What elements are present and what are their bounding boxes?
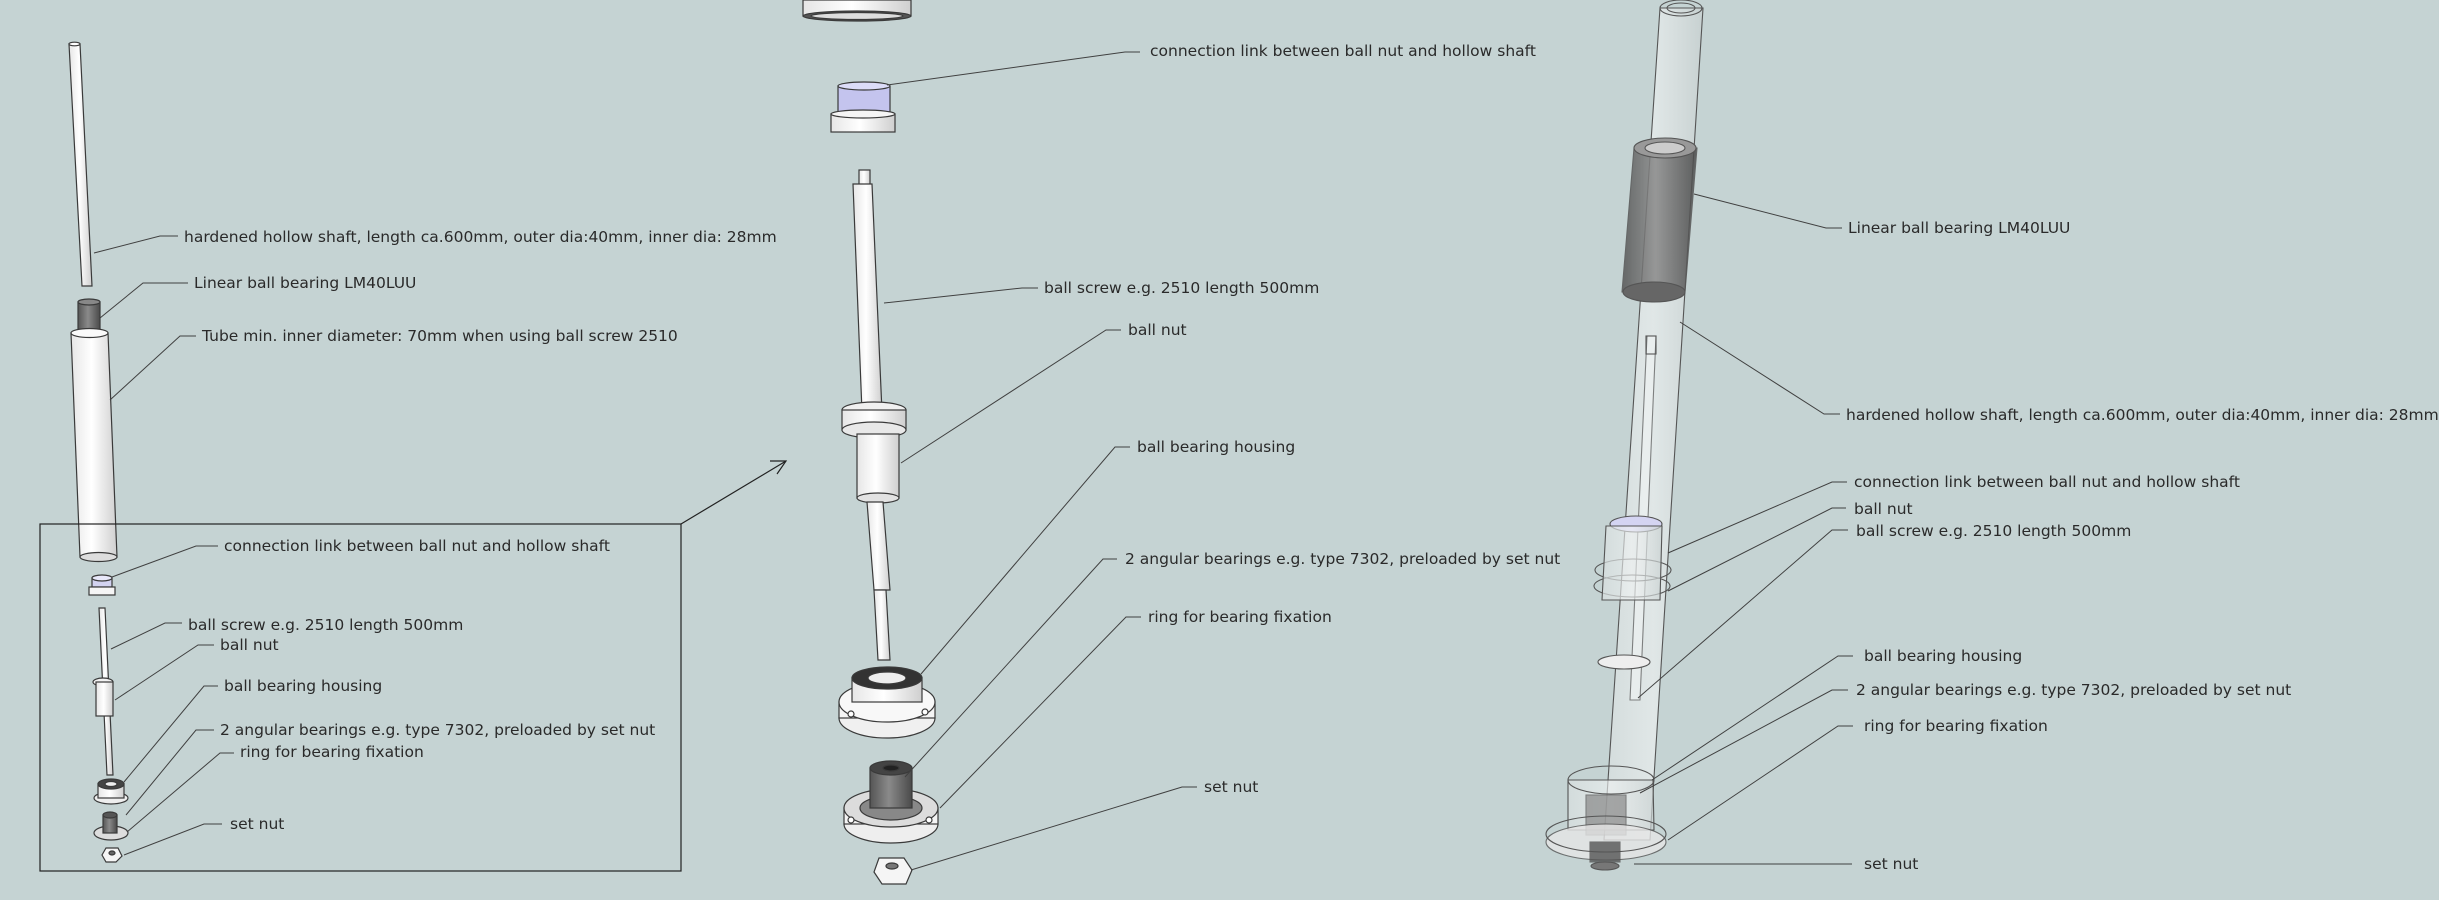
label-left-ball-nut: ball nut [220, 636, 279, 654]
label-right-hollow-shaft: hardened hollow shaft, length ca.600mm, … [1846, 406, 2439, 424]
label-left-bearing-housing: ball bearing housing [224, 677, 383, 695]
leader-mid-conn [886, 51, 1140, 86]
label-left-set-nut: set nut [230, 815, 285, 833]
leader-left-linear [99, 282, 188, 319]
leader-right-conn [1667, 481, 1847, 554]
leader-left-tube [109, 335, 196, 401]
label-mid-connection-link: connection link between ball nut and hol… [1150, 42, 1536, 60]
leader-left-ballnut [114, 644, 214, 701]
leader-mid-screw [883, 287, 1038, 304]
label-left-ball-screw: ball screw e.g. 2510 length 500mm [188, 616, 464, 634]
leader-right-angular [1639, 689, 1848, 794]
right-assembly [1545, 0, 1704, 871]
middle-assembly [802, 0, 939, 885]
label-left-tube: Tube min. inner diameter: 70mm when usin… [202, 327, 678, 345]
leader-mid-setnut [910, 786, 1197, 871]
leader-right-shaft [1679, 321, 1840, 415]
middle-ball-nut [841, 401, 907, 504]
middle-bearing-housing [838, 666, 936, 739]
label-right-linear-bearing: Linear ball bearing LM40LUU [1848, 219, 2071, 237]
middle-top-partial-part [802, 0, 912, 22]
label-right-set-nut: set nut [1864, 855, 1919, 873]
left-bearing-housing [93, 778, 129, 805]
leader-left-setnut [123, 823, 222, 856]
leader-mid-housing [920, 446, 1130, 675]
leader-right-linear [1693, 193, 1842, 229]
leader-left-ring [126, 752, 234, 833]
leader-mid-angular [904, 558, 1117, 778]
left-angular-bearings [93, 811, 129, 841]
leader-left-shaft [93, 235, 178, 254]
left-hollow-shaft [68, 41, 93, 287]
detail-arrow [680, 460, 788, 525]
middle-set-nut [873, 857, 913, 885]
label-left-linear-bearing: Linear ball bearing LM40LUU [194, 274, 417, 292]
right-set-nut [1590, 861, 1620, 871]
right-ball-nut [1593, 515, 1672, 670]
label-left-hollow-shaft: hardened hollow shaft, length ca.600mm, … [184, 228, 777, 246]
right-linear-bearing [1621, 137, 1698, 303]
label-mid-ball-nut: ball nut [1128, 321, 1187, 339]
label-mid-ball-screw: ball screw e.g. 2510 length 500mm [1044, 279, 1320, 297]
label-left-angular-bearings: 2 angular bearings e.g. type 7302, prelo… [220, 721, 656, 739]
leader-left-angular [125, 729, 214, 816]
leader-lines [93, 51, 1853, 871]
left-tube [70, 327, 118, 563]
left-ball-screw [92, 607, 114, 776]
label-mid-angular-bearings: 2 angular bearings e.g. type 7302, prelo… [1125, 550, 1561, 568]
leader-left-housing [123, 685, 218, 783]
leader-left-screw [110, 622, 182, 650]
leader-right-ring [1667, 725, 1853, 841]
label-right-ball-nut: ball nut [1854, 500, 1913, 518]
label-mid-set-nut: set nut [1204, 778, 1259, 796]
label-right-connection-link: connection link between ball nut and hol… [1854, 473, 2240, 491]
middle-angular-bearings [843, 760, 939, 844]
right-hollow-shaft [1603, 0, 1704, 841]
leader-mid-ring [939, 616, 1141, 809]
label-right-ball-screw: ball screw e.g. 2510 length 500mm [1856, 522, 2132, 540]
middle-ball-screw [841, 169, 907, 661]
label-right-angular-bearings: 2 angular bearings e.g. type 7302, prelo… [1856, 681, 2292, 699]
right-angular-bearings [1545, 815, 1667, 863]
label-right-bearing-housing: ball bearing housing [1864, 647, 2023, 665]
leader-mid-ballnut [900, 329, 1121, 464]
label-left-ring: ring for bearing fixation [240, 743, 424, 761]
leader-right-ballnut [1667, 507, 1846, 592]
middle-connection-link [830, 81, 896, 133]
leader-right-housing [1651, 655, 1853, 781]
left-set-nut [101, 847, 123, 863]
label-mid-bearing-housing: ball bearing housing [1137, 438, 1296, 456]
left-assembly [68, 41, 129, 863]
label-right-ring: ring for bearing fixation [1864, 717, 2048, 735]
left-detail-frame [39, 523, 682, 872]
left-linear-bearing [77, 298, 101, 333]
leader-left-conn [111, 545, 218, 578]
label-left-connection-link: connection link between ball nut and hol… [224, 537, 610, 555]
leader-right-screw [1637, 529, 1848, 699]
left-connection-link [88, 574, 116, 596]
label-mid-ring: ring for bearing fixation [1148, 608, 1332, 626]
